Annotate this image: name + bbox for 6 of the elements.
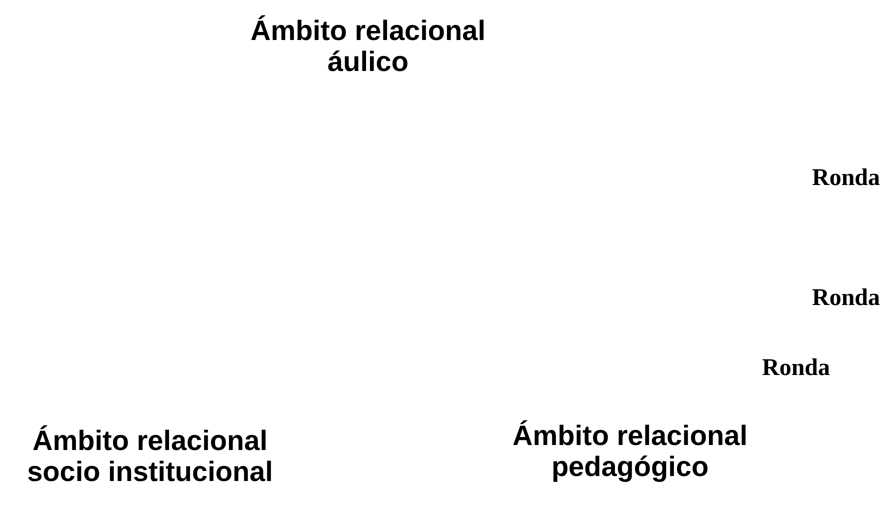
round-label: Ronda <box>762 355 830 382</box>
round-label: Ronda <box>812 165 880 192</box>
heading-text: Ámbito relacional áulico <box>250 15 486 77</box>
round-label: Ronda <box>812 285 880 312</box>
heading-text: Ámbito relacional pedagógico <box>512 420 748 482</box>
heading-text: Ámbito relacional socio institucional <box>26 425 274 487</box>
